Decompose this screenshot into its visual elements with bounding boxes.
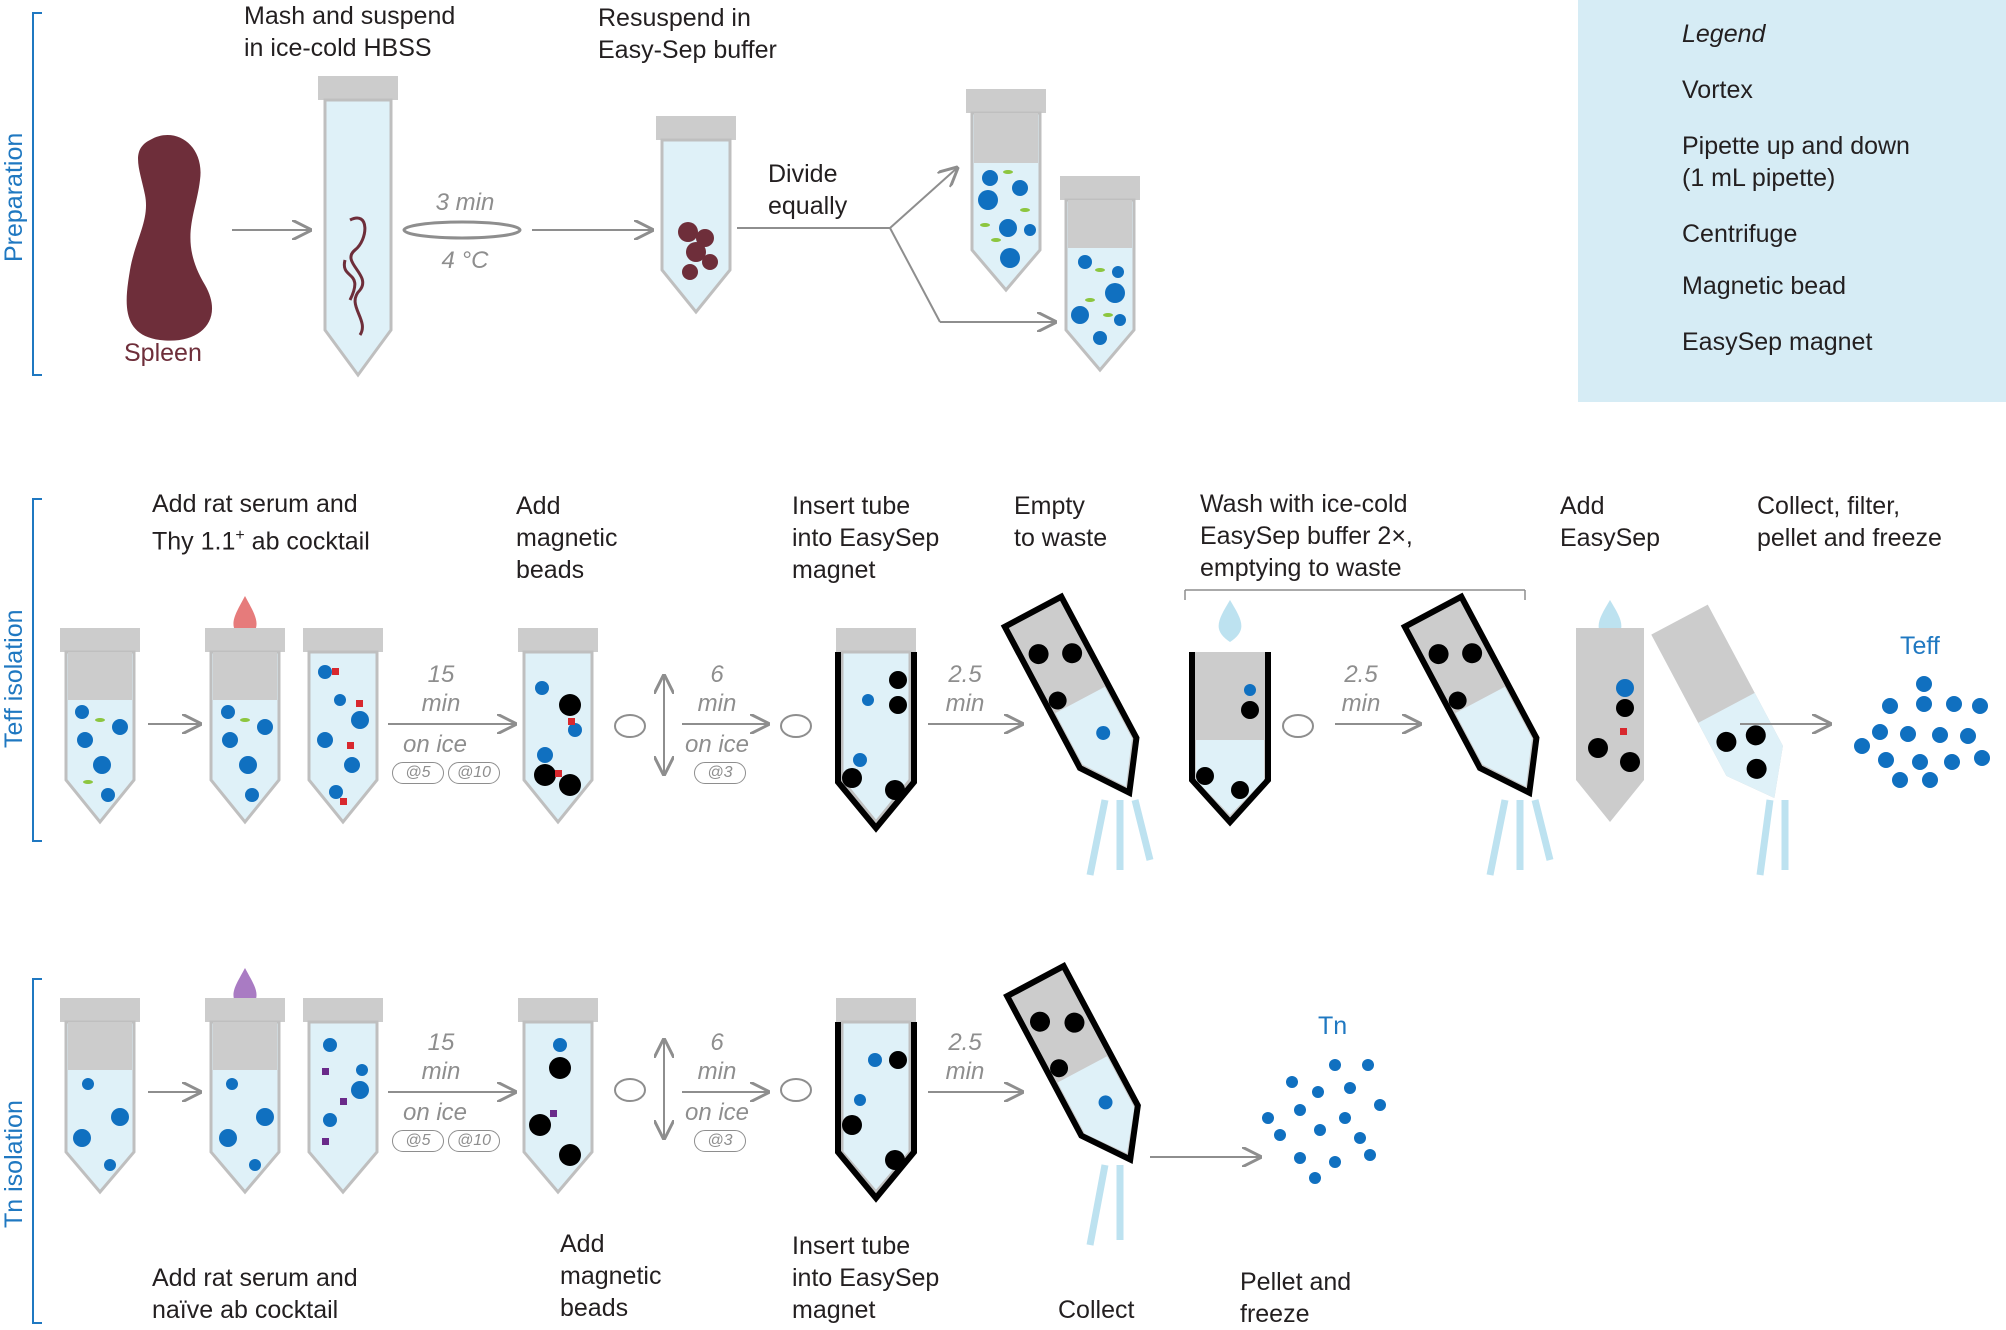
vortex-icon — [614, 714, 646, 738]
centrifuge-icon — [402, 220, 522, 240]
tn-result: Tn — [1318, 1012, 1348, 1040]
teff-step2: Add magnetic beads — [516, 492, 618, 584]
tn-tube-1 — [60, 998, 140, 1195]
teff-tube-1 — [60, 628, 140, 825]
legend-centrifuge: Centrifuge — [1682, 220, 1798, 248]
tube-hbss — [318, 76, 398, 378]
tn-time3: 2.5 min — [945, 1029, 985, 1085]
teff-step1-text: Add rat serum and Thy 1.1 — [152, 490, 358, 556]
tn-step5: Pellet and freeze — [1240, 1268, 1352, 1328]
teff-time1: 15 min — [421, 661, 461, 717]
teff-tube-collect — [1651, 604, 1783, 798]
tn-tube-3 — [303, 998, 383, 1195]
teff-bracket — [32, 498, 42, 842]
tn-cells — [1262, 1059, 1386, 1184]
tn-tube-2 — [205, 968, 285, 1195]
teff-step1: Add rat serum and Thy 1.1+ ab cocktail — [152, 488, 370, 557]
vortex-icon — [780, 714, 812, 738]
preparation-label: Preparation — [0, 132, 28, 262]
vortex-icon — [614, 1078, 646, 1102]
tn-tube-magnet — [835, 998, 917, 1203]
spleen-label: Spleen — [124, 339, 202, 367]
teff-step1-sup: + — [235, 527, 245, 544]
teff-tube-add-easysep — [1576, 600, 1644, 822]
teff-step4: Empty to waste — [1014, 492, 1108, 552]
teff-tube-empty-waste — [1000, 592, 1140, 798]
tn-bracket — [32, 978, 42, 1324]
teff-tube-beads — [518, 628, 598, 825]
teff-ice2: on ice — [684, 731, 750, 758]
vortex-icon — [1282, 714, 1314, 738]
teff-tube-wash — [1189, 600, 1271, 827]
tn-step1: Add rat serum and naïve ab cocktail — [152, 1264, 358, 1324]
tube-divided-a — [966, 89, 1046, 293]
teff-label: Teff isolation — [0, 609, 28, 748]
legend-title: Legend — [1682, 20, 1766, 48]
teff-at10: @10 — [448, 762, 500, 784]
legend-magnet: EasySep magnet — [1682, 328, 1873, 356]
teff-cells — [1854, 676, 1990, 788]
arrow — [889, 168, 957, 229]
teff-step7: Collect, filter, pellet and freeze — [1757, 492, 1942, 552]
teff-step6: Add EasySep — [1560, 492, 1661, 552]
prep-step1: Mash and suspend in ice-cold HBSS — [244, 2, 456, 62]
teff-at5: @5 — [392, 762, 444, 784]
prep-step3: Divide equally — [768, 160, 848, 220]
prep-bracket — [32, 12, 42, 376]
teff-tube-3 — [303, 628, 383, 825]
teff-tube-magnet — [835, 628, 917, 833]
teff-step5: Wash with ice-cold EasySep buffer 2×, em… — [1200, 490, 1413, 582]
tn-step3: Insert tube into EasySep magnet — [792, 1232, 940, 1324]
tn-ice2: on ice — [684, 1099, 750, 1126]
teff-time3: 2.5 min — [945, 661, 985, 717]
tube-easysep-buffer — [656, 116, 736, 315]
legend-pipette: Pipette up and down (1 mL pipette) — [1682, 132, 1910, 192]
tn-step2: Add magnetic beads — [560, 1230, 662, 1322]
teff-tube-2 — [205, 596, 285, 825]
tn-time1: 15 min — [421, 1029, 461, 1085]
tn-at5: @5 — [392, 1130, 444, 1152]
tn-at10: @10 — [448, 1130, 500, 1152]
prep-step2: Resuspend in Easy-Sep buffer — [598, 4, 777, 64]
teff-time4: 2.5 min — [1341, 661, 1381, 717]
tn-ice1: on ice — [402, 1099, 468, 1126]
legend-vortex: Vortex — [1682, 76, 1753, 104]
tn-time2: 6 min — [697, 1029, 737, 1085]
teff-step3: Insert tube into EasySep magnet — [792, 492, 940, 584]
arrow — [889, 227, 941, 323]
legend-bead: Magnetic bead — [1682, 272, 1847, 300]
tn-label: Tn isolation — [0, 1100, 28, 1228]
teff-result: Teff — [1900, 632, 1940, 660]
vortex-icon — [780, 1078, 812, 1102]
teff-ice1: on ice — [402, 731, 468, 758]
spleen-shape — [126, 134, 213, 341]
legend-panel — [1578, 0, 2006, 402]
teff-tube-wash-empty — [1400, 592, 1540, 798]
teff-step1-tail: ab cocktail — [244, 527, 370, 556]
tn-tube-collect — [1003, 962, 1141, 1164]
teff-time2: 6 min — [697, 661, 737, 717]
prep-temp1: 4 °C — [441, 247, 489, 274]
tn-at3: @3 — [694, 1130, 746, 1152]
tn-step4: Collect — [1058, 1296, 1135, 1324]
tn-tube-beads — [518, 998, 598, 1195]
tube-divided-b — [1060, 176, 1140, 373]
teff-at3: @3 — [694, 762, 746, 784]
prep-time1: 3 min — [435, 189, 495, 216]
